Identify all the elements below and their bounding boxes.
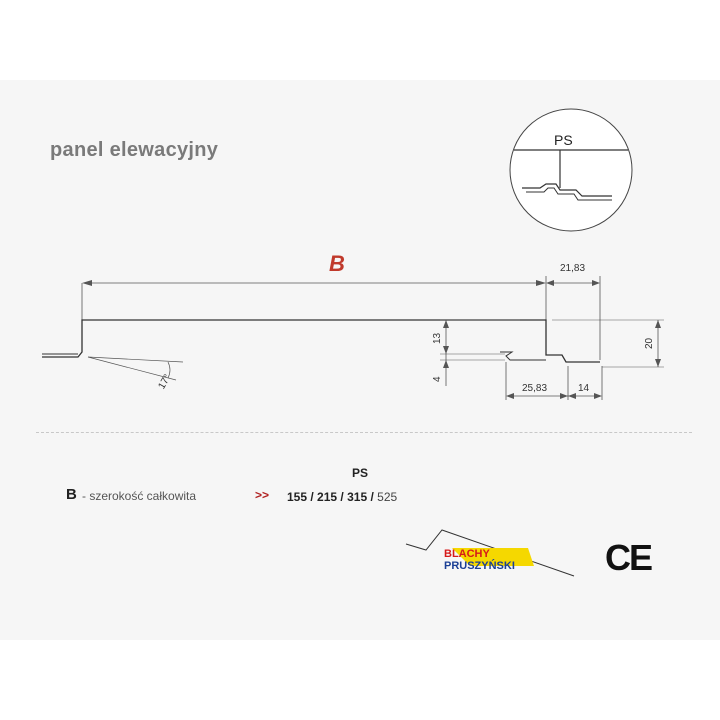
profile-header: PS (352, 466, 369, 480)
width-label-b: B (329, 251, 345, 276)
dim-bottom: 25,83 14 (505, 362, 603, 400)
dim-20: 20 (552, 319, 664, 368)
dim-21-83: 21,83 (546, 263, 601, 360)
ce-mark: CE (605, 537, 653, 578)
blachy-pruszynski-logo: BLACHY PRUSZYŃSKI (405, 529, 575, 577)
legend-symbol: B (66, 486, 77, 503)
legend-arrow: >> (255, 488, 270, 502)
dim-21-83-label: 21,83 (560, 263, 585, 274)
logo-line1: BLACHY (444, 548, 490, 560)
width-value: 155 (287, 490, 308, 504)
value-separator: / (307, 490, 318, 504)
dim-25-83-label: 25,83 (522, 383, 547, 394)
profile-widths: 155 / 215 / 315 / 525 (287, 490, 397, 504)
value-separator: / (337, 490, 348, 504)
detail-label: PS (554, 132, 573, 148)
value-separator: / (367, 490, 378, 504)
section-divider (36, 432, 692, 433)
detail-circle: PS (509, 108, 633, 232)
dim-13-4: 13 4 (432, 319, 520, 386)
dim-13-label: 13 (432, 332, 443, 344)
width-value: 215 (317, 490, 338, 504)
dim-14-label: 14 (578, 383, 590, 394)
width-value: 525 (377, 490, 398, 504)
legend-description: - szerokość całkowita (82, 489, 197, 503)
panel-profile: 17° (42, 319, 600, 391)
logo-line2: PRUSZYŃSKI (444, 559, 515, 572)
dim-4-label: 4 (432, 376, 443, 382)
dim-20-label: 20 (644, 337, 655, 349)
width-dimension: B (81, 251, 547, 320)
page-title: panel elewacyjny (50, 139, 219, 161)
width-value: 315 (347, 490, 368, 504)
